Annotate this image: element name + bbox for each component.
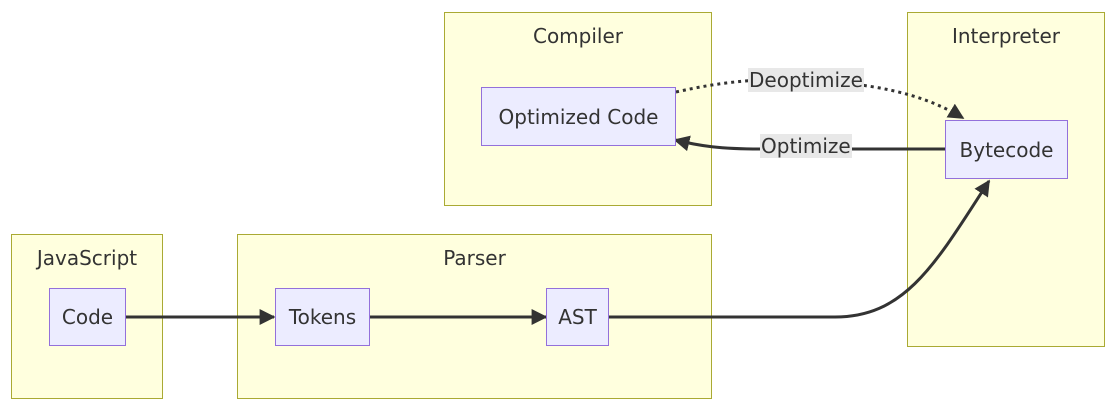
edge-bytecode-to-optimized-code bbox=[673, 135, 945, 152]
node-optimized-code: Optimized Code bbox=[481, 87, 676, 146]
edge-label-deoptimize: Deoptimize bbox=[748, 68, 864, 92]
node-ast: AST bbox=[546, 288, 609, 346]
edge-optimized-code-to-bytecode bbox=[675, 78, 965, 120]
group-title: JavaScript bbox=[36, 246, 138, 270]
group-title: Interpreter bbox=[951, 24, 1061, 48]
edge-ast-to-bytecode bbox=[609, 179, 991, 319]
edge-label-optimize: Optimize bbox=[760, 134, 852, 158]
group-title: Compiler bbox=[532, 24, 624, 48]
group-title: Parser bbox=[443, 246, 506, 270]
node-code: Code bbox=[49, 288, 126, 346]
group-interpreter: Interpreter bbox=[907, 12, 1105, 347]
node-bytecode: Bytecode bbox=[945, 120, 1068, 179]
node-tokens: Tokens bbox=[275, 288, 370, 346]
